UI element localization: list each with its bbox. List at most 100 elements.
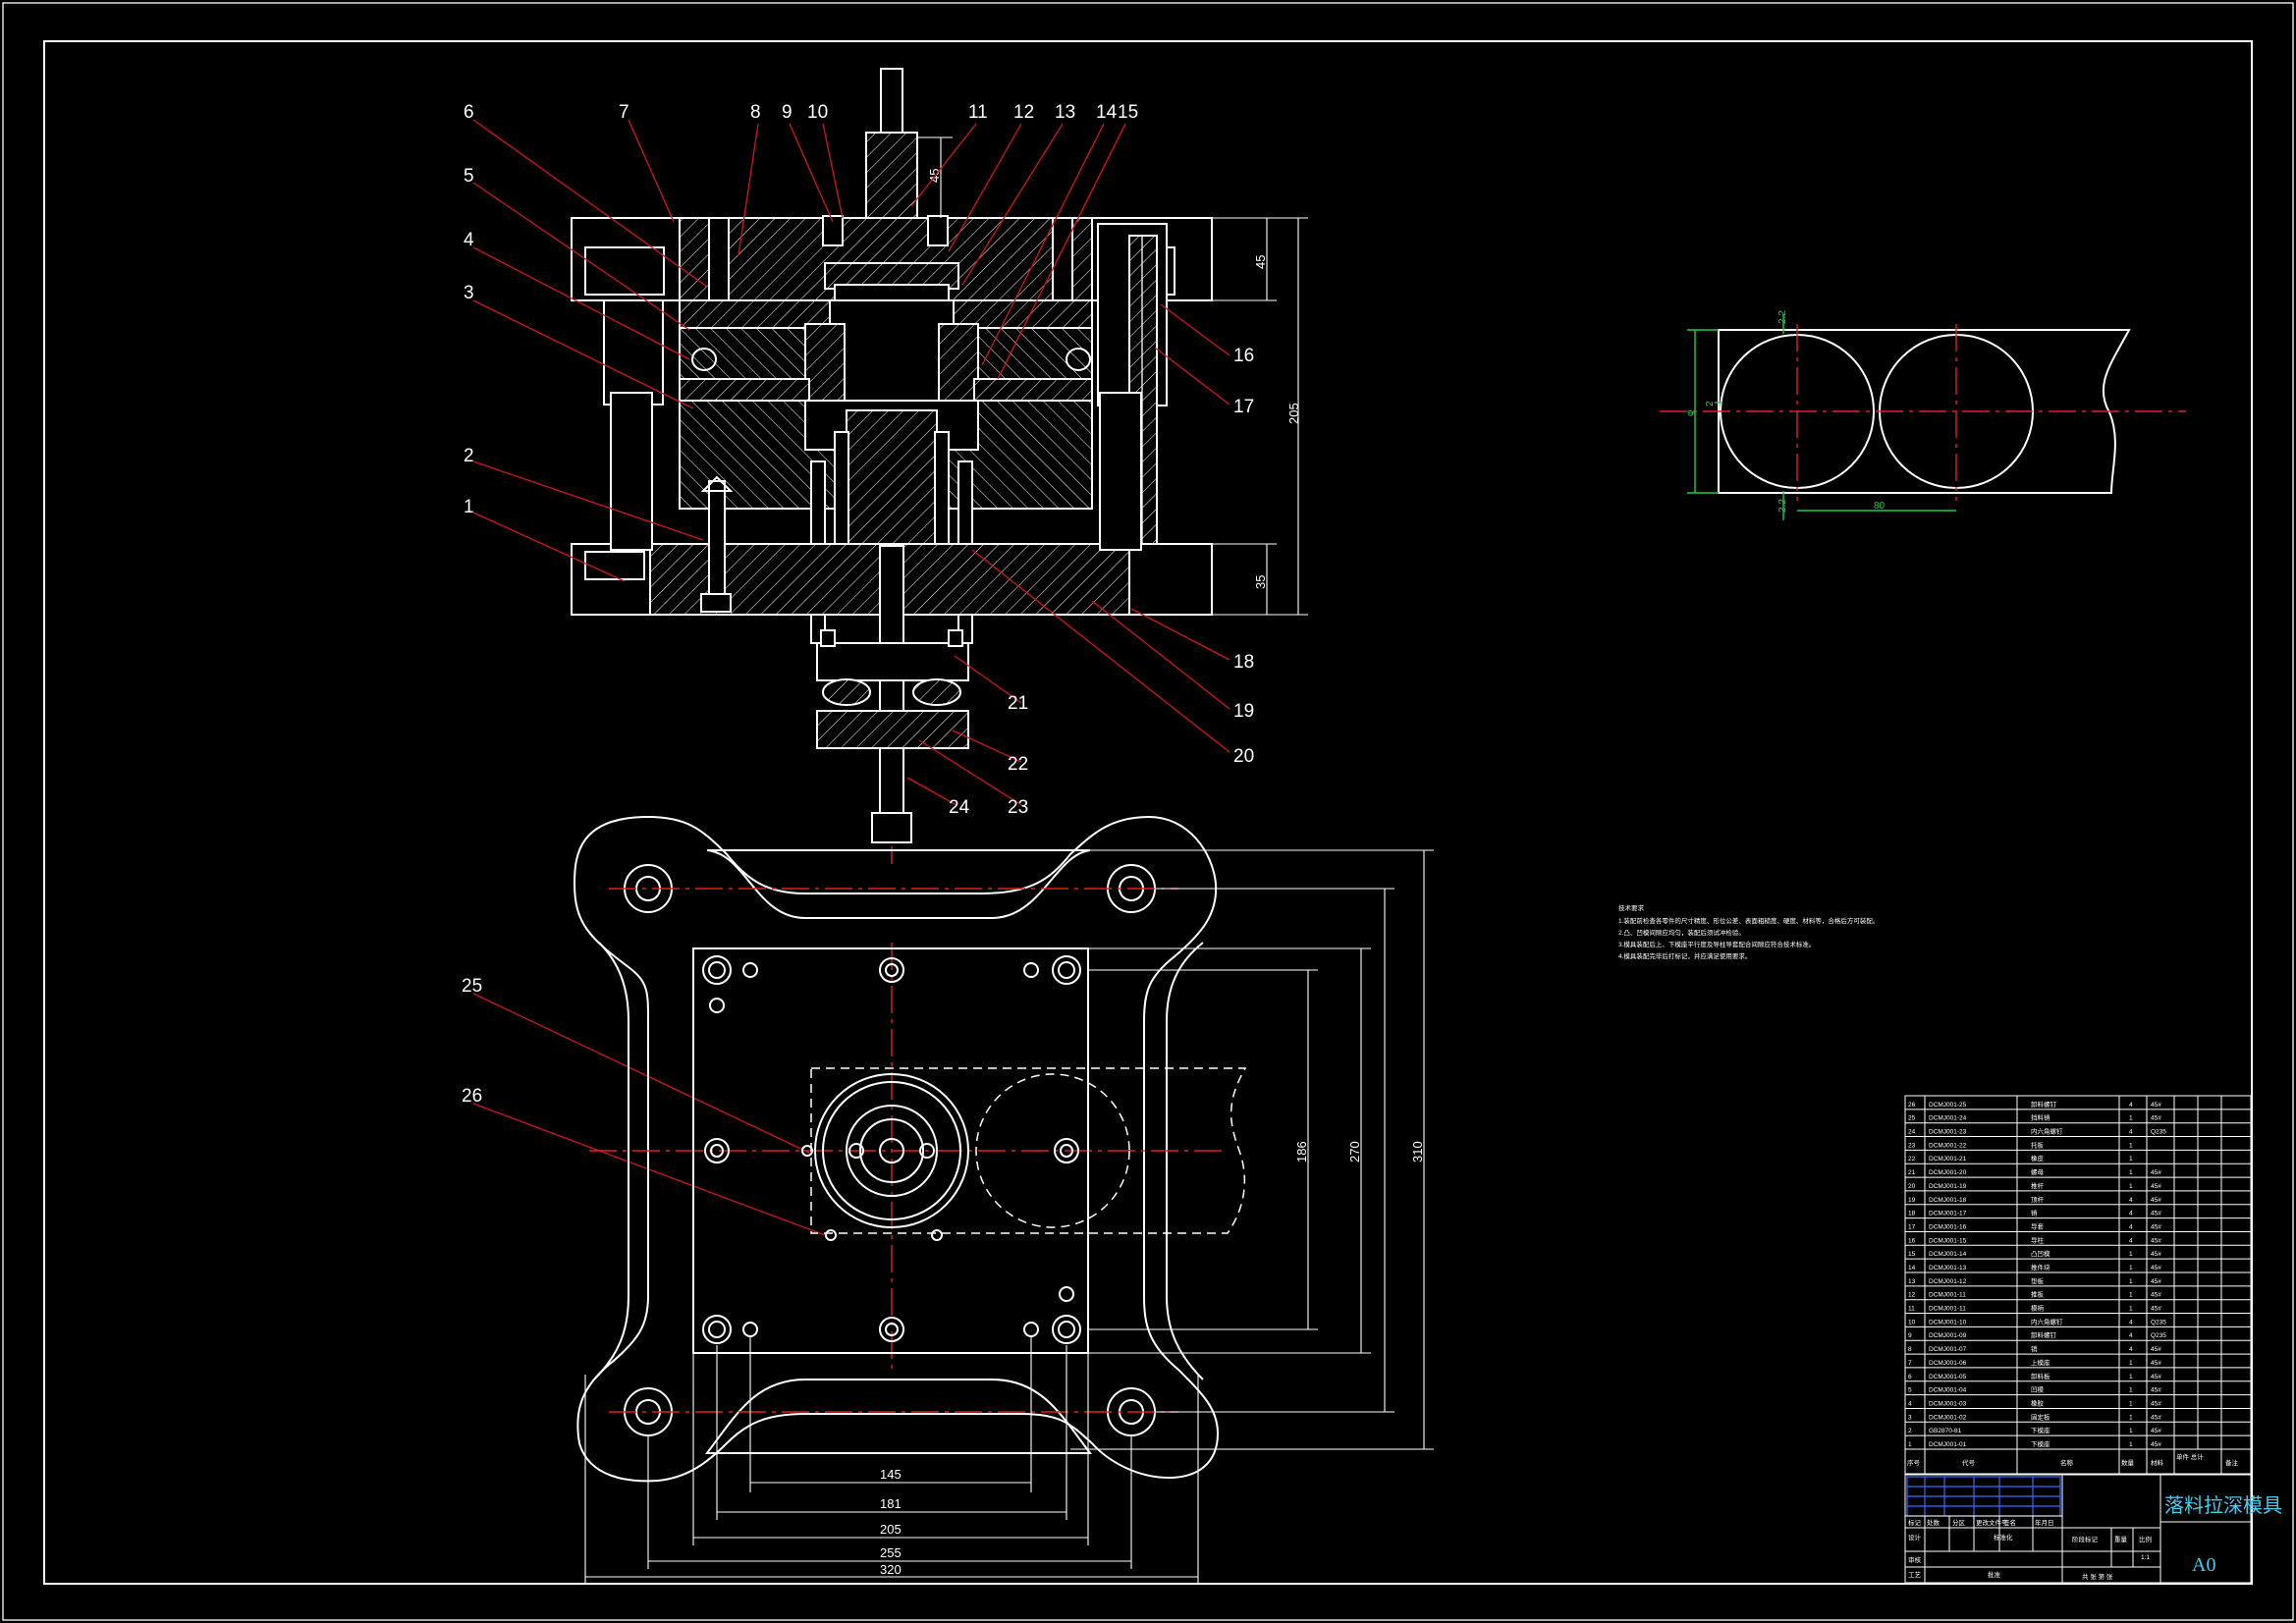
- bom-cell-code: DCMJ001-12: [1929, 1278, 1967, 1285]
- bom-cell-qty: 4: [2129, 1102, 2133, 1109]
- drawing-title: 落料拉深模具: [2164, 1494, 2282, 1517]
- bom-cell-mat: 45#: [2151, 1292, 2161, 1299]
- bom-cell-qty: 1: [2129, 1414, 2133, 1421]
- tb-label-scale: 比例: [2139, 1535, 2152, 1543]
- bom-cell-no: 2: [1908, 1428, 1912, 1434]
- tb-label-design: 设计: [1908, 1533, 1922, 1542]
- bom-cell-no: 24: [1908, 1129, 1916, 1136]
- bom-cell-name: 螺母: [2031, 1167, 2045, 1176]
- bom-cell-mat: Q235: [2151, 1129, 2166, 1136]
- bom-cell-name: 凸凹模: [2031, 1249, 2050, 1258]
- bom-cell-qty: 4: [2129, 1346, 2133, 1353]
- tb-label-zone: 分区: [1952, 1518, 1966, 1527]
- bom-cell-name: 顶杆: [2031, 1195, 2045, 1204]
- bom-cell-mat: 45#: [2151, 1211, 2161, 1217]
- bom-cell-mat: Q235: [2151, 1319, 2166, 1325]
- bom-cell-name: 卸料板: [2031, 1372, 2050, 1380]
- bom-cell-code: DCMJ001-19: [1929, 1183, 1967, 1190]
- bom-cell-mat: 45#: [2151, 1169, 2161, 1176]
- bom-cell-mat: 45#: [2151, 1346, 2161, 1353]
- bom-cell-code: DCMJ001-07: [1929, 1346, 1967, 1353]
- layout-dim-a: 2.2: [1777, 310, 1788, 324]
- bom-cell-qty: 1: [2129, 1441, 2133, 1448]
- part-leaders: 6 5 4 3 2 1 7 8 9 10 11 12 13 14 15 16 1…: [462, 102, 1254, 1236]
- layout-dim-b: 2.2: [1777, 499, 1788, 513]
- part-label-17: 17: [1233, 397, 1254, 417]
- bom-cell-name: 固定板: [2031, 1412, 2050, 1421]
- bom-cell-qty: 1: [2129, 1428, 2133, 1434]
- bom-cell-name: 上模座: [2031, 1358, 2050, 1367]
- dim-145: 145: [880, 1467, 902, 1482]
- part-label-16: 16: [1233, 346, 1254, 366]
- part-label-5: 5: [464, 166, 474, 187]
- bom-cell-no: 25: [1908, 1115, 1916, 1122]
- bom-cell-no: 10: [1908, 1319, 1916, 1325]
- bom-cell-no: 16: [1908, 1237, 1916, 1244]
- tb-label-count: 处数: [1927, 1518, 1941, 1527]
- inner-frame: [43, 40, 2253, 1585]
- bom-h-mat: 材料: [2151, 1458, 2164, 1467]
- bom-cell-name: 推杆: [2031, 1181, 2045, 1190]
- part-label-24: 24: [949, 797, 970, 818]
- bom-cell-code: DCMJ001-25: [1929, 1102, 1967, 1109]
- bom-cell-no: 21: [1908, 1169, 1916, 1176]
- part-label-4: 4: [464, 230, 474, 250]
- bom-cell-qty: 1: [2129, 1265, 2133, 1271]
- bom-cell-name: 内六角螺钉: [2031, 1127, 2063, 1136]
- bom-cell-no: 23: [1908, 1142, 1916, 1149]
- bom-cell-code: DCMJ001-14: [1929, 1251, 1967, 1258]
- bom-cell-code: DCMJ001-03: [1929, 1400, 1967, 1407]
- tb-label-standard: 标准化: [1994, 1533, 2013, 1542]
- tech-line-4: 4.模具装配完毕后打标记，并应满足使用要求。: [1618, 951, 1751, 960]
- bom-cell-code: DCMJ001-20: [1929, 1169, 1967, 1176]
- bom-cell-name: 下模座: [2031, 1439, 2050, 1448]
- bom-cell-code: DCMJ001-15: [1929, 1237, 1967, 1244]
- bom-cell-qty: 1: [2129, 1156, 2133, 1163]
- bom-h-name: 名称: [2060, 1458, 2074, 1467]
- sheet-size: A0: [2192, 1554, 2215, 1576]
- dim-205-section: 205: [1286, 403, 1301, 424]
- bom-cell-code: DCMJ001-10: [1929, 1319, 1967, 1325]
- bom-cell-qty: 4: [2129, 1197, 2133, 1204]
- tech-line-3: 3.模具装配后上、下模座平行度及导柱导套配合间隙应符合技术标准。: [1618, 940, 1815, 948]
- strip-layout: 2.2 2.2 80 φ 2: [1660, 310, 2186, 520]
- bom-cell-mat: 45#: [2151, 1251, 2161, 1258]
- bom-cell-code: DCMJ001-18: [1929, 1197, 1967, 1204]
- part-label-3: 3: [464, 283, 474, 303]
- part-label-6: 6: [464, 102, 474, 123]
- bom-cell-no: 15: [1908, 1251, 1916, 1258]
- bom-header: 序号 代号 名称 数量 材料 单件 总计 备注: [1904, 1448, 2252, 1476]
- part-label-8: 8: [750, 102, 761, 123]
- part-label-18: 18: [1233, 652, 1254, 673]
- bom-cell-code: DCMJ001-17: [1929, 1211, 1967, 1217]
- part-label-7: 7: [619, 102, 629, 123]
- part-label-25: 25: [462, 976, 482, 997]
- bom-cell-code: DCMJ001-24: [1929, 1115, 1967, 1122]
- bom-cell-qty: 4: [2129, 1237, 2133, 1244]
- tech-heading: 技术要求: [1618, 903, 1645, 912]
- part-label-1: 1: [464, 497, 474, 517]
- section-view: 205 45 35 45: [571, 68, 1308, 864]
- bom-cell-qty: 1: [2129, 1400, 2133, 1407]
- plan-view: 186 270 310 145 181 205 255 320: [573, 815, 1434, 1585]
- bom-cell-name: 导柱: [2031, 1235, 2045, 1244]
- bom-cell-code: DCMJ001-21: [1929, 1156, 1967, 1163]
- dim-310: 310: [1410, 1141, 1425, 1163]
- bom-cell-qty: 1: [2129, 1251, 2133, 1258]
- bom-cell-qty: 1: [2129, 1292, 2133, 1299]
- bom-cell-qty: 4: [2129, 1332, 2133, 1339]
- bom-cell-no: 22: [1908, 1156, 1916, 1163]
- bom-cell-mat: 45#: [2151, 1197, 2161, 1204]
- bom-cell-no: 4: [1908, 1400, 1912, 1407]
- part-label-19: 19: [1233, 701, 1254, 722]
- title-block: 标记 处数 分区 更改文件号 签名 年月日 设计 标准化 阶段标记 重量 比例 …: [1904, 1474, 2282, 1584]
- dim-181: 181: [880, 1496, 902, 1511]
- bom-cell-code: DCMJ001-11: [1929, 1292, 1966, 1299]
- bom-cell-mat: 45#: [2151, 1387, 2161, 1394]
- dim-45-top: 45: [1253, 255, 1268, 269]
- layout-gap: 2: [1705, 401, 1716, 406]
- layout-pitch: 80: [1874, 501, 1886, 512]
- bom-cell-qty: 4: [2129, 1211, 2133, 1217]
- part-label-12: 12: [1013, 102, 1034, 123]
